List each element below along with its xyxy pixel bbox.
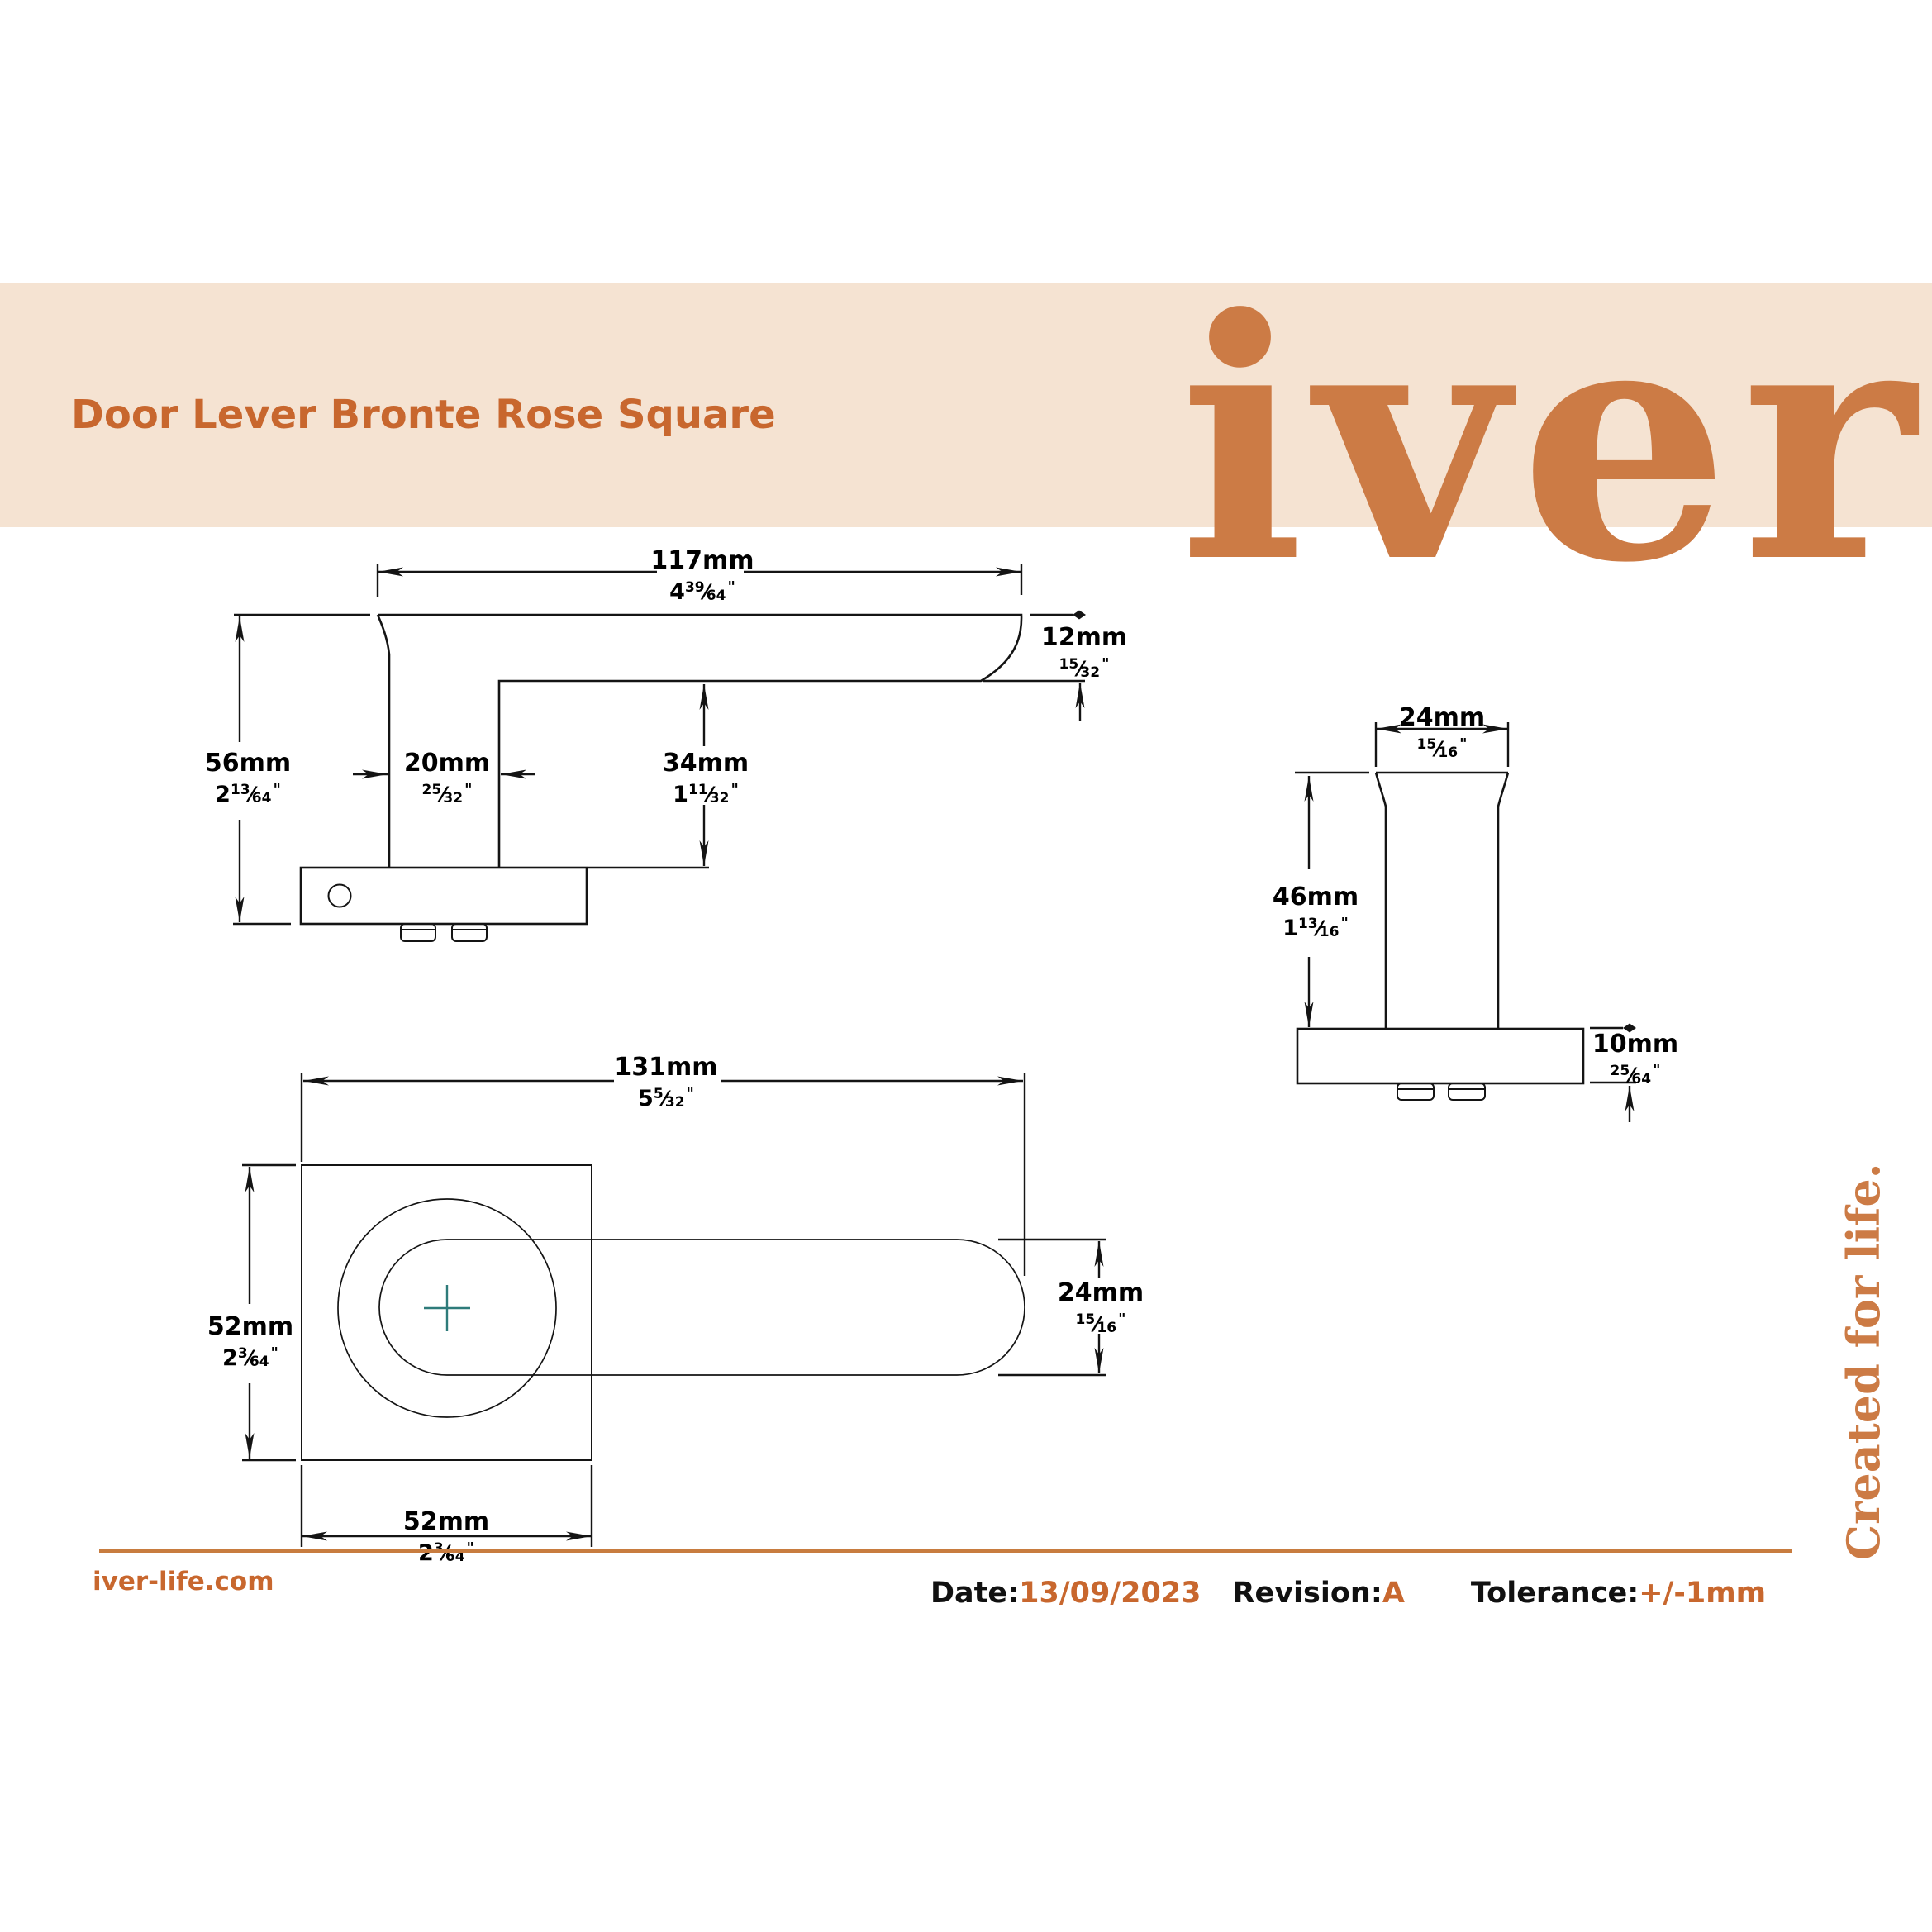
revision-label: Revision: (1232, 1577, 1382, 1610)
dim-diamond (1073, 610, 1086, 620)
lever-plan-outline (378, 1239, 1025, 1376)
website-link[interactable]: iver-life.com (93, 1567, 274, 1597)
footer-rule (99, 1549, 1792, 1553)
plan-view-drawing (242, 1073, 1106, 1547)
grub-screw (400, 923, 436, 942)
dim-plan-rose-width: 52mm 23⁄64" (402, 1507, 490, 1566)
dim-front-grip-width: 24mm 15⁄16" (1398, 703, 1486, 762)
rose-boss-circle (337, 1198, 557, 1418)
dim-diamond (1623, 1023, 1636, 1033)
lever-side-outline (378, 613, 1023, 868)
dim-front-projection: 46mm 113⁄16" (1272, 883, 1359, 941)
dim-side-thickness: 12mm 15⁄32" (1040, 623, 1128, 682)
centermark-icon (424, 1285, 470, 1331)
dim-side-clearance: 34mm 111⁄32" (662, 749, 749, 807)
header-banner (0, 283, 1932, 527)
side-view-drawing (233, 564, 1086, 942)
revision-value: A (1382, 1577, 1405, 1610)
tolerance-value: +/-1mm (1639, 1577, 1767, 1610)
dim-side-neck-width: 20mm 25⁄32" (403, 749, 491, 807)
tolerance-label: Tolerance: (1470, 1577, 1639, 1610)
iver-logo: iver (1178, 247, 1927, 635)
lever-side-neck-left (376, 614, 391, 868)
dim-side-length: 117mm 439⁄64" (650, 546, 754, 605)
screw-hole (327, 883, 352, 908)
grub-screw (1448, 1083, 1486, 1101)
date-label: Date: (930, 1577, 1020, 1610)
front-view-drawing (1295, 722, 1636, 1122)
lever-front-right (1497, 772, 1510, 1029)
rose-square-outline (301, 1164, 592, 1461)
grub-screw (1397, 1083, 1435, 1101)
dim-side-height: 56mm 213⁄64" (204, 749, 292, 807)
brand-tagline: Created for life. (1837, 1163, 1890, 1560)
grub-screw (451, 923, 488, 942)
dim-plan-overall-length: 131mm 55⁄32" (614, 1053, 718, 1111)
dim-plan-rose-height: 52mm 23⁄64" (207, 1312, 294, 1371)
dim-front-rose-depth: 10mm 25⁄64" (1592, 1030, 1679, 1088)
page-title: Door Lever Bronte Rose Square (71, 392, 776, 438)
footer-meta: Date:13/09/2023 Revision:A Tolerance:+/-1m… (930, 1577, 1766, 1610)
rose-side-outline (299, 866, 588, 926)
rose-front-outline (1296, 1027, 1585, 1085)
dim-plan-lever-width: 24mm 15⁄16" (1057, 1278, 1144, 1337)
lever-front-left (1374, 772, 1387, 1029)
date-value: 13/09/2023 (1019, 1577, 1202, 1610)
